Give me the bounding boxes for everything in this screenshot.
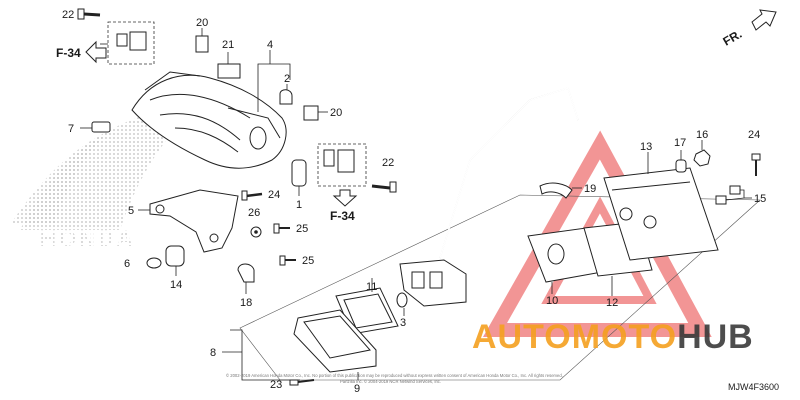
f34-down-arrow: F-34	[330, 189, 358, 223]
rear-fender-housing	[131, 71, 287, 169]
callout-5: 5	[128, 205, 134, 217]
bulb-3	[396, 292, 408, 316]
grommet-14	[165, 245, 185, 276]
callout-19: 19	[584, 183, 596, 195]
callout-6: 6	[124, 258, 130, 270]
callout-17: 17	[674, 137, 686, 149]
wire-harness	[439, 87, 579, 259]
front-direction-arrow	[751, 9, 777, 31]
callout-22-top: 22	[62, 9, 74, 21]
callout-18: 18	[240, 297, 252, 309]
bolt-22-right	[371, 181, 397, 193]
callout-1: 1	[296, 199, 302, 211]
washer-6	[146, 257, 162, 269]
callout-4: 4	[267, 39, 273, 51]
pad-7	[80, 121, 111, 133]
housing-13	[603, 152, 719, 261]
license-lens-9	[293, 309, 377, 380]
ref-f34-left: F-34	[56, 46, 81, 60]
assembly-outline	[239, 194, 761, 381]
callout-14: 14	[170, 279, 182, 291]
bolt-22-top	[77, 8, 101, 20]
honda-wordmark: HONDA	[40, 226, 136, 251]
grommet-group-top	[100, 21, 155, 65]
callout-23: 23	[270, 379, 282, 391]
clip-20-right	[303, 105, 328, 121]
honda-wing-logo: HONDA	[10, 105, 200, 251]
callout-16: 16	[696, 129, 708, 141]
callout-24-mid: 24	[268, 189, 280, 201]
grommet-1	[291, 159, 307, 196]
callout-13: 13	[640, 141, 652, 153]
callout-9: 9	[354, 383, 360, 395]
watermark-text-hub: HUB	[677, 318, 754, 356]
washer-26	[250, 226, 262, 238]
bracket-5	[138, 189, 239, 253]
bolt-24-mid	[241, 190, 263, 201]
copyright-line-2: Partzilla Inc. © 2004-2019 NCR Netwind S…	[340, 379, 441, 384]
clamp-18	[237, 263, 255, 294]
callout-2: 2	[284, 73, 290, 85]
ref-front: FR.	[721, 27, 745, 49]
bolt-25-lower	[279, 255, 296, 266]
callout-20-right: 20	[330, 107, 342, 119]
watermark-text-automoto: AUTOMOTO	[472, 318, 677, 356]
diagram-code: MJW4F3600	[728, 382, 779, 392]
callout-7: 7	[68, 123, 74, 135]
callout-21: 21	[222, 39, 234, 51]
svg-text:AUTOMOTOHUB: AUTOMOTOHUB	[472, 318, 754, 356]
socket-connector	[399, 259, 467, 307]
copyright-line-1: © 2002-2019 American Honda Motor Co., In…	[226, 373, 563, 378]
callout-3: 3	[400, 317, 406, 329]
callout-25-lower: 25	[302, 255, 314, 267]
callout-22-right: 22	[382, 157, 394, 169]
screws-15	[715, 185, 752, 205]
grommet-group-right	[317, 143, 367, 187]
clip-20-top	[195, 28, 209, 53]
bolt-25-upper	[273, 223, 290, 234]
leader-bracket-4	[257, 50, 291, 112]
band-19	[539, 182, 582, 199]
callout-11: 11	[366, 281, 377, 293]
callout-24-right: 24	[748, 129, 760, 141]
screw-23	[289, 379, 315, 386]
clip-21	[217, 52, 241, 79]
callout-15: 15	[754, 193, 766, 205]
callout-20-top: 20	[196, 17, 208, 29]
callout-10: 10	[546, 295, 558, 307]
grommet-17	[675, 150, 687, 173]
callout-12: 12	[606, 297, 618, 309]
watermark-logo: AUTOMOTOHUB	[472, 318, 754, 356]
f34-left-arrow: F-34	[56, 40, 107, 64]
callout-numbers: 22 20 4 21 2 20 7 22 24 1 5 26 25 25 6 1…	[62, 9, 766, 395]
nut-16	[693, 140, 711, 167]
clamp-2	[279, 84, 293, 105]
callout-8: 8	[210, 347, 216, 359]
callout-25-upper: 25	[296, 223, 308, 235]
screw-24-right	[751, 153, 761, 176]
callout-26: 26	[248, 207, 260, 219]
ref-f34-right: F-34	[330, 209, 355, 223]
leader-bracket-8	[222, 329, 300, 381]
